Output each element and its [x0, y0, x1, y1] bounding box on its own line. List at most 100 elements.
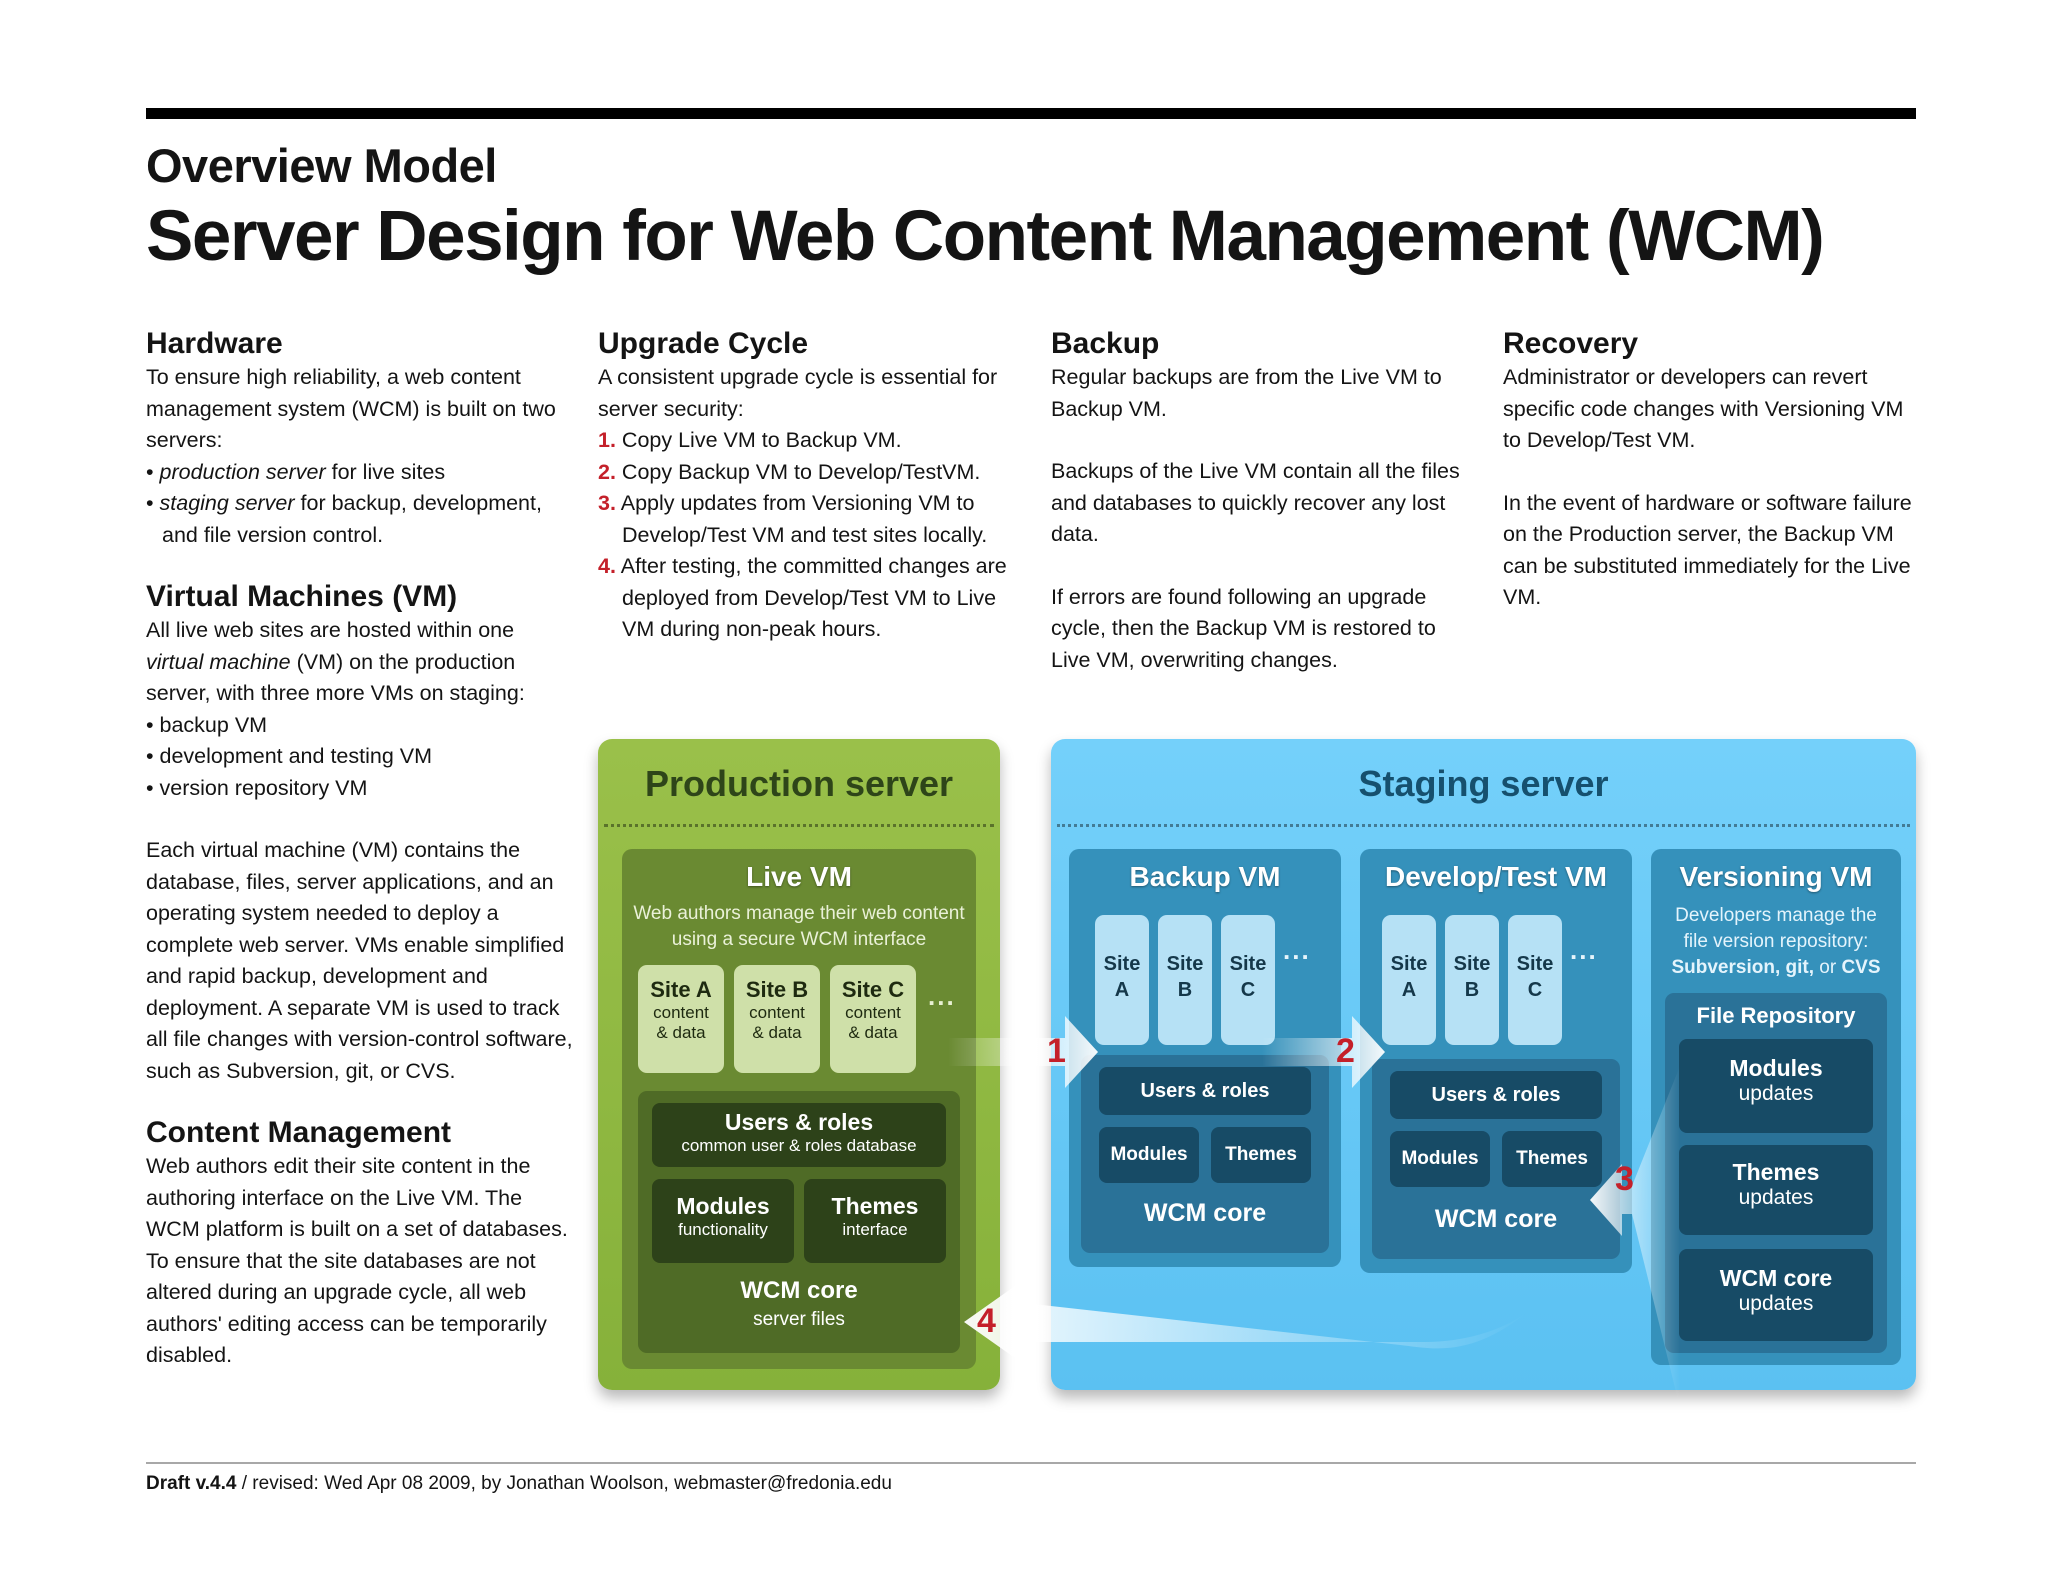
step-text: Apply updates from Versioning VM to Deve…	[620, 491, 988, 547]
users-roles-box: Users & roles	[1390, 1071, 1602, 1119]
recovery-column: Recovery Administrator or developers can…	[1503, 326, 1923, 614]
site-name: Site	[1453, 953, 1491, 975]
production-server: Production server Live VM Web authors ma…	[598, 739, 1000, 1390]
modules-box: Modules	[1390, 1131, 1490, 1187]
site-name: Site A	[650, 977, 712, 1002]
step-number: 2.	[598, 459, 616, 484]
site-name: Site	[1103, 953, 1141, 975]
step-2-label: 2	[1336, 1032, 1355, 1070]
wcm-core-label: WCM core	[1434, 1205, 1558, 1233]
site-name: Site	[1516, 953, 1554, 975]
wcm-core-box: WCM core server files	[638, 1277, 960, 1331]
footer-text: / revised: Wed Apr 08 2009, by Jonathan …	[236, 1473, 892, 1494]
backup-p3: If errors are found following an upgrade…	[1051, 584, 1436, 672]
develop-test-vm-core-group: Users & roles Modules Themes WCM core	[1372, 1059, 1620, 1259]
backup-p1: Regular backups are from the Live VM to …	[1051, 365, 1442, 421]
upgrade-column: Upgrade Cycle A consistent upgrade cycle…	[598, 326, 1018, 646]
more-sites-ellipsis: ...	[1570, 935, 1598, 965]
site-sub: content	[749, 1003, 805, 1022]
upgrade-step: 3. Apply updates from Versioning VM to D…	[598, 488, 1018, 551]
site-letter: A	[1114, 979, 1130, 1001]
step-1-label: 1	[1047, 1032, 1066, 1070]
divider	[604, 824, 994, 827]
site-name: Site	[1390, 953, 1428, 975]
vm-intro: All live web sites are hosted within one…	[146, 615, 576, 710]
vm-intro-a: All live web sites are hosted within one	[146, 618, 515, 642]
vm-heading: Virtual Machines (VM)	[146, 580, 458, 613]
upgrade-heading: Upgrade Cycle	[598, 327, 809, 360]
site-sub: & data	[848, 1023, 898, 1042]
vm-intro-term: virtual machine	[146, 649, 291, 674]
modules-box: Modules	[1099, 1127, 1199, 1183]
staging-server-term: staging server	[159, 491, 295, 515]
vm-bullet: • version repository VM	[146, 775, 368, 800]
site-sub: & data	[752, 1023, 802, 1042]
vm-paragraph: Each virtual machine (VM) contains the d…	[146, 838, 573, 1083]
footer-rule	[146, 1462, 1916, 1464]
step-number: 3.	[598, 491, 616, 515]
step-number: 4.	[598, 554, 616, 578]
wcm-core-label: WCM core	[1143, 1199, 1267, 1227]
repo-item: Modules updates	[1679, 1039, 1873, 1133]
footer-version: Draft v.4.4	[146, 1473, 237, 1494]
site-card: Site C content & data	[830, 965, 916, 1073]
content-management-paragraph: Web authors edit their site content in t…	[146, 1154, 568, 1367]
step-number: 1.	[598, 428, 616, 452]
site-sub: content	[845, 1003, 901, 1022]
step-3-label: 3	[1615, 1160, 1634, 1198]
versioning-desc-line: Developers manage the	[1675, 905, 1877, 926]
hardware-bullet-staging: • staging server for backup, development…	[146, 491, 542, 547]
site-sub: & data	[656, 1023, 706, 1042]
upgrade-intro: A consistent upgrade cycle is essential …	[598, 365, 998, 421]
page-eyebrow: Overview Model	[146, 139, 497, 192]
staging-server-title: Staging server	[1358, 763, 1609, 804]
repo-item-sub: updates	[1738, 1186, 1814, 1209]
users-roles-box: Users & roles common user & roles databa…	[652, 1103, 946, 1167]
users-roles-sub: common user & roles database	[681, 1136, 917, 1155]
versioning-vm-desc: Developers manage the file version repos…	[1651, 903, 1901, 981]
site-card: Site A	[1382, 915, 1436, 1045]
more-sites-ellipsis: ...	[1283, 935, 1311, 965]
hardware-heading: Hardware	[146, 327, 283, 360]
vm-bullet: • development and testing VM	[146, 744, 433, 768]
live-vm: Live VM Web authors manage their web con…	[622, 849, 976, 1369]
production-server-term: production server	[159, 459, 326, 484]
repo-item-name: WCM core	[1719, 1265, 1833, 1291]
themes-label: Themes	[831, 1193, 919, 1219]
vm-bullet-text: development and testing VM	[159, 744, 433, 768]
develop-test-vm-title: Develop/Test VM	[1385, 861, 1607, 892]
left-column: Hardware To ensure high reliability, a w…	[146, 326, 576, 1372]
live-vm-core-group: Users & roles common user & roles databa…	[638, 1091, 960, 1353]
themes-box: Themes	[1502, 1131, 1602, 1187]
site-name: Site B	[745, 977, 809, 1002]
tool-names: Subversion, git,	[1671, 957, 1814, 978]
repo-item-name: Modules	[1729, 1055, 1823, 1081]
vm-bullet-text: backup VM	[159, 712, 268, 737]
users-roles-label: Users & roles	[724, 1109, 874, 1135]
file-repository-title: File Repository	[1696, 1003, 1856, 1028]
top-rule	[146, 108, 1916, 119]
upgrade-step: 4. After testing, the committed changes …	[598, 551, 1018, 646]
upgrade-step: 1. Copy Live VM to Backup VM.	[598, 425, 1018, 457]
site-card: Site A	[1095, 915, 1149, 1045]
production-server-desc: for live sites	[325, 459, 446, 484]
site-card: Site C	[1221, 915, 1275, 1045]
themes-sub: interface	[842, 1220, 908, 1239]
versioning-desc-tools: Subversion, git, or CVS	[1651, 955, 1901, 981]
site-card: Site B	[1445, 915, 1499, 1045]
site-letter: C	[1240, 979, 1256, 1001]
themes-box: Themes interface	[804, 1179, 946, 1263]
backup-p2: Backups of the Live VM contain all the f…	[1051, 459, 1460, 546]
repo-item: Themes updates	[1679, 1145, 1873, 1235]
tool-name-cvs: CVS	[1841, 957, 1881, 978]
modules-label: Modules	[676, 1193, 770, 1219]
site-letter: A	[1401, 979, 1417, 1001]
site-card: Site B	[1158, 915, 1212, 1045]
hardware-intro: To ensure high reliability, a web conten…	[146, 365, 556, 452]
site-sub: content	[653, 1003, 709, 1022]
backup-heading: Backup	[1051, 327, 1160, 360]
site-name: Site	[1166, 953, 1204, 975]
repo-item-sub: updates	[1738, 1082, 1814, 1105]
wcm-core-sub: server files	[753, 1309, 845, 1330]
